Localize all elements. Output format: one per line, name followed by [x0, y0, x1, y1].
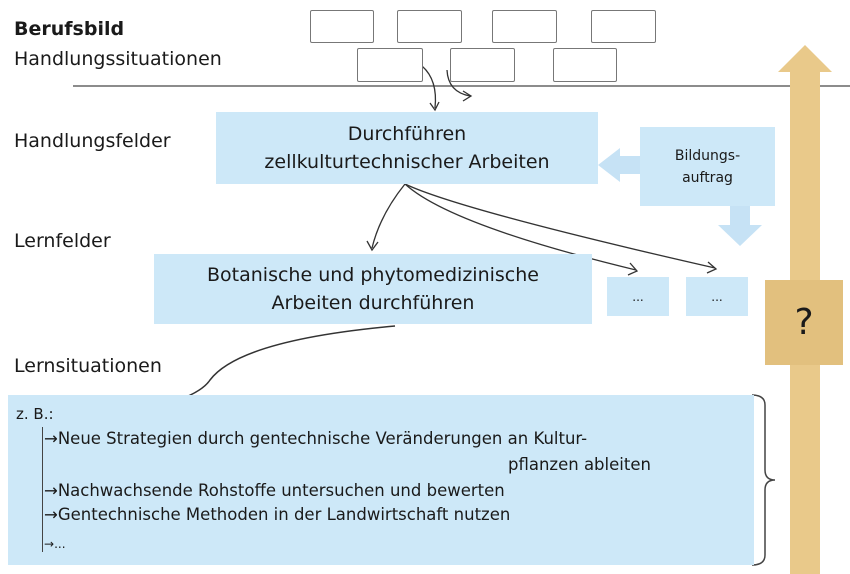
brace [751, 394, 776, 566]
label-lernfelder: Lernfelder [14, 230, 111, 252]
situation-box [357, 48, 423, 82]
handlungsfeld-box: Durchführen zellkulturtechnischer Arbeit… [216, 112, 598, 184]
handlungsfeld-line1: Durchführen [347, 123, 467, 145]
situation-box [450, 48, 515, 82]
label-lernsituationen: Lernsituationen [14, 355, 162, 377]
lernfeld-box: Botanische und phytomedizinische Arbeite… [154, 254, 592, 324]
question-box: ? [765, 280, 843, 365]
lernfeld-more-box: ... [607, 277, 669, 316]
lernfeld-line2: Arbeiten durchführen [271, 292, 475, 314]
arrow-lernfeld-1 [371, 183, 406, 249]
bildungsauftrag-line1: Bildungs- [674, 147, 741, 164]
situation-box [310, 10, 374, 43]
label-handlungssituationen: Handlungssituationen [14, 48, 222, 70]
arrow-bildung-left [598, 148, 640, 182]
lernfeld-line1: Botanische und phytomedizinische [207, 264, 539, 286]
list-item: →Gentechnische Methoden in der Landwirts… [44, 505, 511, 524]
question-mark: ? [794, 302, 814, 343]
intro-text: z. B.: [16, 405, 54, 423]
situation-box [397, 10, 462, 43]
situation-box [591, 10, 656, 43]
situation-box [553, 48, 617, 82]
list-item: →Neue Strategien durch gentechnische Ver… [44, 429, 588, 448]
handlungsfeld-line2: zellkulturtechnischer Arbeiten [264, 151, 550, 173]
bildungsauftrag-line2: auftrag [682, 169, 733, 186]
lernfeld-more-text: ... [632, 289, 644, 304]
arrow-lernfeld-3 [404, 183, 716, 269]
arrow-situations-2 [446, 69, 471, 97]
lernfeld-more-box: ... [686, 277, 748, 316]
list-item: →... [44, 537, 66, 551]
list-bracket-line [42, 427, 43, 552]
arrow-situations-1 [421, 65, 437, 109]
bildungsauftrag-box: Bildungs- auftrag [640, 127, 775, 206]
arrow-bildung-down [718, 206, 762, 246]
lernsituationen-box: z. B.: →Neue Strategien durch gentechnis… [8, 395, 754, 565]
list-item: →Nachwachsende Rohstoffe untersuchen und… [44, 481, 505, 500]
lernfeld-more-text: ... [711, 289, 723, 304]
label-berufsbild: Berufsbild [14, 18, 125, 40]
situation-box [492, 10, 557, 43]
label-handlungsfelder: Handlungsfelder [14, 130, 171, 152]
list-item-continued: pflanzen ableiten [508, 455, 651, 474]
